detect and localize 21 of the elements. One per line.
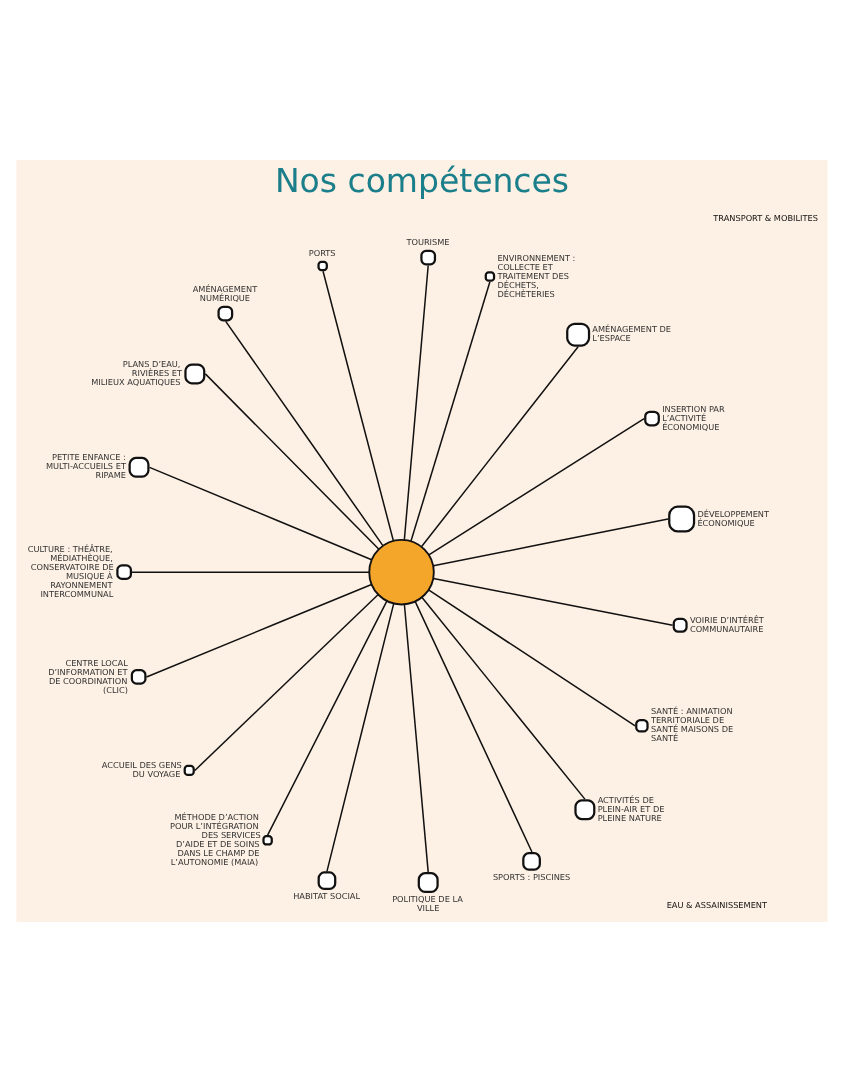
connector	[403, 263, 429, 540]
connector	[322, 269, 395, 541]
connector	[428, 416, 645, 555]
connector	[410, 280, 491, 541]
connector	[403, 602, 429, 872]
connector	[225, 319, 384, 546]
connector	[427, 588, 636, 726]
connector	[145, 582, 373, 677]
connector	[420, 344, 579, 547]
node-circle	[368, 537, 435, 605]
connector	[432, 517, 669, 566]
connector	[421, 595, 586, 799]
diagram-title: Nos compétences	[274, 161, 570, 200]
connector	[432, 576, 674, 626]
connector	[266, 599, 388, 835]
connector	[194, 592, 379, 771]
connector	[204, 372, 380, 549]
connector	[326, 601, 395, 872]
connector	[131, 570, 370, 572]
connector	[414, 599, 533, 852]
connector	[148, 465, 373, 560]
